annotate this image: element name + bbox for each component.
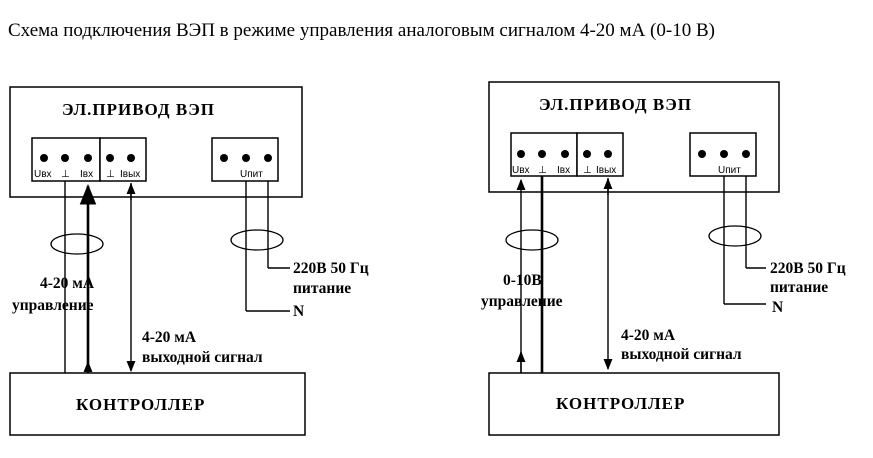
cable-ring-control <box>50 233 104 255</box>
terminal-ground: ⊥ <box>61 169 70 180</box>
terminal-ground: ⊥ <box>538 165 547 176</box>
terminal-ground-2: ⊥ <box>583 165 592 176</box>
terminal-screws <box>517 150 612 158</box>
cable-ring-control <box>505 229 559 251</box>
terminal-iout: Iвых <box>596 165 616 176</box>
controller-box <box>9 372 306 436</box>
terminal-iin: Iвх <box>557 165 570 176</box>
terminal-power: Uпит <box>240 169 263 180</box>
controller-label: КОНТРОЛЛЕР <box>556 394 685 413</box>
controller-box <box>488 372 780 436</box>
power-label-1: 220В 50 Гц <box>770 260 846 277</box>
power-terminal-screws <box>220 154 272 162</box>
terminal-iin: Iвх <box>80 169 93 180</box>
neutral-label: N <box>293 303 304 320</box>
power-label-2: питание <box>293 280 351 297</box>
output-label-2: выходной сигнал <box>142 349 263 366</box>
neutral-label: N <box>772 299 783 316</box>
terminal-uin: Uвх <box>34 169 52 180</box>
diagram-title: Схема подключения ВЭП в режиме управлени… <box>8 20 715 41</box>
control-label-2: управление <box>481 293 563 310</box>
power-label-1: 220В 50 Гц <box>293 260 369 277</box>
control-label-1: 0-10В <box>503 272 542 289</box>
terminal-iout: Iвых <box>120 169 140 180</box>
control-label-1: 4-20 мА <box>40 275 95 292</box>
power-label-2: питание <box>770 279 828 296</box>
output-label-1: 4-20 мА <box>621 327 676 344</box>
cable-ring-power <box>708 225 762 247</box>
controller-label: КОНТРОЛЛЕР <box>76 395 205 414</box>
drive-label: ЭЛ.ПРИВОД ВЭП <box>539 95 692 114</box>
output-label-1: 4-20 мА <box>142 329 197 346</box>
output-label-2: выходной сигнал <box>621 346 742 363</box>
control-label-2: управление <box>12 297 94 314</box>
terminal-uin: Uвх <box>512 165 530 176</box>
terminal-screws <box>40 154 135 162</box>
terminal-ground-2: ⊥ <box>106 169 115 180</box>
drive-label: ЭЛ.ПРИВОД ВЭП <box>62 100 215 119</box>
cable-ring-power <box>230 229 284 251</box>
terminal-power: Uпит <box>718 165 741 176</box>
power-terminal-screws <box>698 150 750 158</box>
